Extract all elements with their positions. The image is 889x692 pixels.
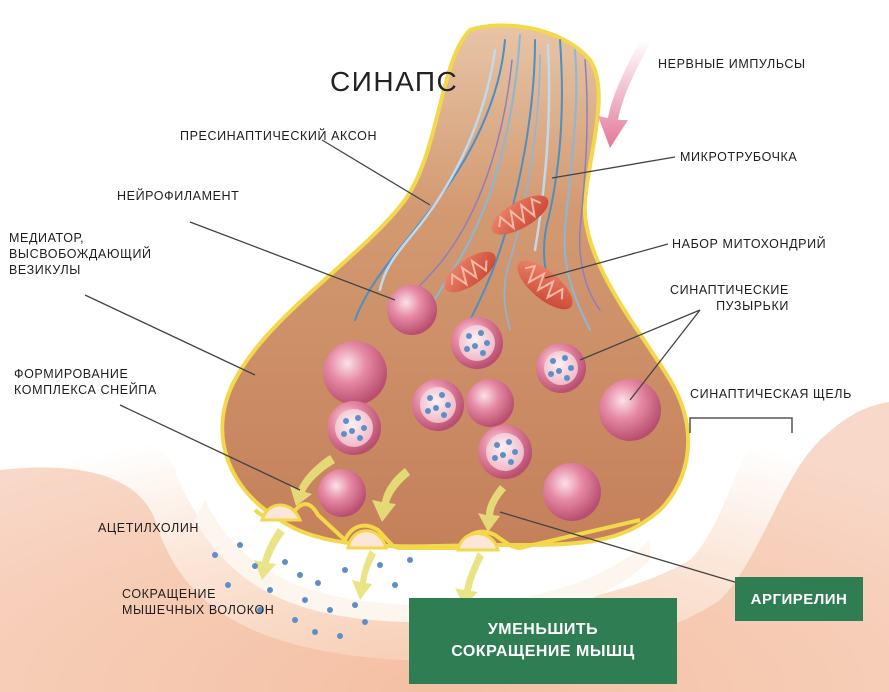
muscle-fiber-inner	[0, 402, 889, 692]
synaptic-cleft-bracket	[689, 417, 793, 433]
vesicle	[599, 379, 661, 441]
release-pocket-1	[259, 503, 303, 522]
mediator-vesicles	[327, 317, 586, 479]
label-synaptic-vesicles-line1: СИНАПТИЧЕСКИЕ	[670, 283, 789, 297]
label-contraction-line2: МЫШЕЧНЫХ ВОЛОКОН	[122, 603, 275, 617]
argireline-box: АРГИРЕЛИН	[735, 577, 863, 621]
label-neurofilament: НЕЙРОФИЛАМЕНТ	[117, 189, 240, 203]
label-contraction-line1: СОКРАЩЕНИЕ	[122, 587, 217, 601]
mitochondria-group	[444, 195, 573, 310]
mitochondrion	[517, 260, 573, 310]
vesicle	[323, 341, 387, 405]
reduce-line1: УМЕНЬШИТЬ	[487, 621, 599, 638]
label-muscle-contraction: СОКРАЩЕНИЕ МЫШЕЧНЫХ ВОЛОКОН	[122, 586, 274, 618]
filament	[533, 43, 551, 252]
label-synaptic-cleft: СИНАПТИЧЕСКАЯ ЩЕЛЬ	[690, 387, 852, 401]
mediator-vesicle	[327, 401, 381, 455]
mediator-vesicle	[478, 425, 532, 479]
filament	[563, 49, 591, 331]
release-arrows	[254, 455, 506, 606]
label-mitochondria: НАБОР МИТОХОНДРИЙ	[672, 237, 827, 251]
label-snare-line1: ФОРМИРОВАНИЕ	[14, 367, 129, 381]
vesicles	[318, 285, 661, 521]
mitochondrion	[444, 251, 496, 293]
release-pocket-2	[346, 529, 388, 550]
label-mediator-line3: ВЕЗИКУЛЫ	[9, 263, 81, 277]
diagram-title: СИНАПС	[330, 66, 459, 97]
release-arrow	[254, 528, 285, 580]
mitochondrion	[491, 195, 549, 235]
vesicle	[466, 379, 514, 427]
mediator-vesicle	[536, 343, 586, 393]
label-presynaptic-axon: ПРЕСИНАПТИЧЕСКИЙ АКСОН	[180, 129, 378, 143]
acetylcholine-molecules	[212, 542, 413, 639]
filament	[578, 59, 601, 311]
label-acetylcholine: АЦЕТИЛХОЛИН	[98, 521, 200, 535]
label-microtubule: МИКРОТРУБОЧКА	[680, 150, 798, 164]
filament	[378, 48, 497, 292]
nerve-impulse-arrow	[598, 40, 650, 148]
label-mediator-line2: ВЫСВОБОЖДАЮЩИЙ	[9, 247, 152, 261]
vesicle	[543, 463, 601, 521]
mediator-vesicle	[412, 379, 464, 431]
synaptic-cleft-space	[195, 500, 650, 623]
label-synaptic-vesicles-line2: ПУЗЫРЬКИ	[716, 299, 789, 313]
vesicle	[318, 469, 366, 517]
filament	[503, 54, 541, 331]
release-arrow	[290, 455, 335, 506]
label-mediator-line1: МЕДИАТОР,	[9, 231, 85, 245]
release-arrow	[352, 550, 376, 600]
release-pocket-3	[456, 532, 500, 552]
label-snare: ФОРМИРОВАНИЕ КОМПЛЕКСА СНЕЙПА	[14, 366, 157, 398]
reduce-contraction-box: УМЕНЬШИТЬ СОКРАЩЕНИЕ МЫШЦ	[409, 598, 677, 684]
label-mediator: МЕДИАТОР, ВЫСВОБОЖДАЮЩИЙ ВЕЗИКУЛЫ	[9, 230, 152, 278]
label-snare-line2: КОМПЛЕКСА СНЕЙПА	[14, 383, 157, 397]
label-synaptic-vesicles: СИНАПТИЧЕСКИЕ ПУЗЫРЬКИ	[670, 282, 789, 314]
label-nerve-impulses: НЕРВНЫЕ ИМПУЛЬСЫ	[658, 57, 806, 71]
reduce-line2: СОКРАЩЕНИЕ МЫШЦ	[451, 643, 635, 660]
release-arrow	[372, 468, 410, 522]
mediator-vesicle	[451, 317, 503, 369]
release-arrow	[455, 552, 484, 606]
leader-lines	[84, 139, 739, 584]
vesicle	[387, 285, 437, 335]
release-arrow	[478, 485, 506, 532]
